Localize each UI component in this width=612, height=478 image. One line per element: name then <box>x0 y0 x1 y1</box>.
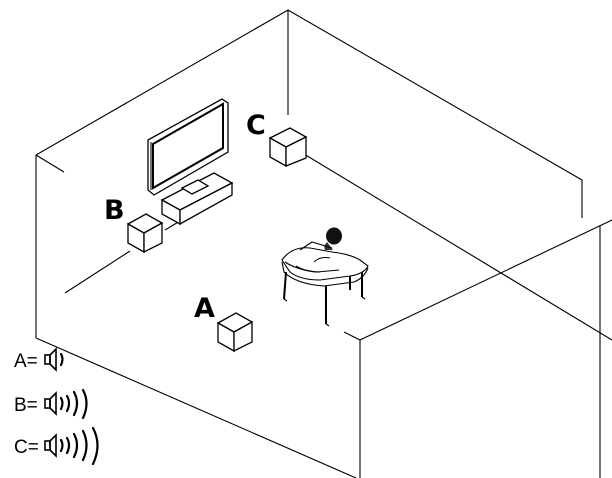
speaker-label-c: C <box>246 110 266 141</box>
tv-stand <box>160 172 234 226</box>
speaker-label-a: A <box>194 293 215 324</box>
speaker-c <box>268 127 308 168</box>
speaker-label-b: B <box>104 195 125 226</box>
speaker-volume-icon <box>44 388 88 420</box>
legend-label-a: A= <box>14 351 38 372</box>
speaker-a <box>216 312 254 353</box>
legend-label-b: B= <box>14 395 38 416</box>
speaker-volume-icon <box>44 426 99 466</box>
television <box>147 98 229 196</box>
speaker-volume-icon <box>44 347 64 372</box>
speaker-b <box>126 213 164 254</box>
room-outline <box>35 9 612 478</box>
volume-legend: A= B= C= <box>14 347 99 466</box>
legend-label-c: C= <box>14 437 39 458</box>
listener-in-armchair <box>281 227 369 327</box>
